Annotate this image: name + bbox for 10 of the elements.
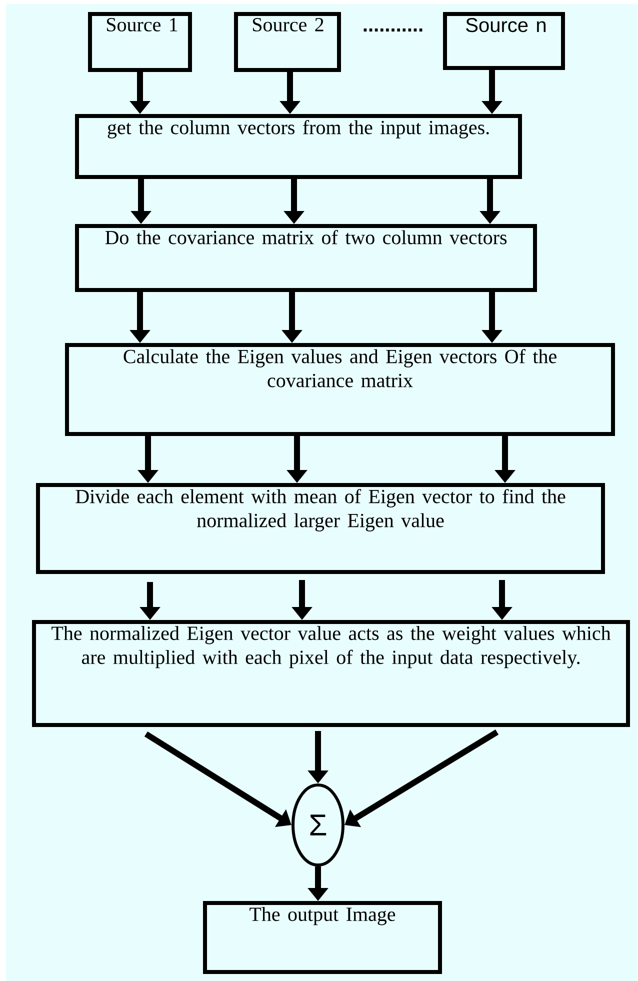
source-box: Source n xyxy=(443,12,565,70)
process-box: Divide each element with mean of Eigen vector to find the normalized larger Eigen value xyxy=(36,483,605,574)
process-box: The normalized Eigen vector value acts as the weight values which are multiplied with each pixel of the input data respectively. xyxy=(32,620,630,727)
source-box: Source 1 xyxy=(88,12,192,72)
source-box: Source 2 xyxy=(234,12,341,72)
process-box: The output Image xyxy=(203,901,442,974)
process-box: Do the covariance matrix of two column vectors xyxy=(75,224,537,292)
process-box: get the column vectors from the input images. xyxy=(75,114,522,179)
dots-label: ........... xyxy=(364,28,422,32)
process-box: Calculate the Eigen values and Eigen vectors Of the covariance matrix xyxy=(65,343,615,436)
